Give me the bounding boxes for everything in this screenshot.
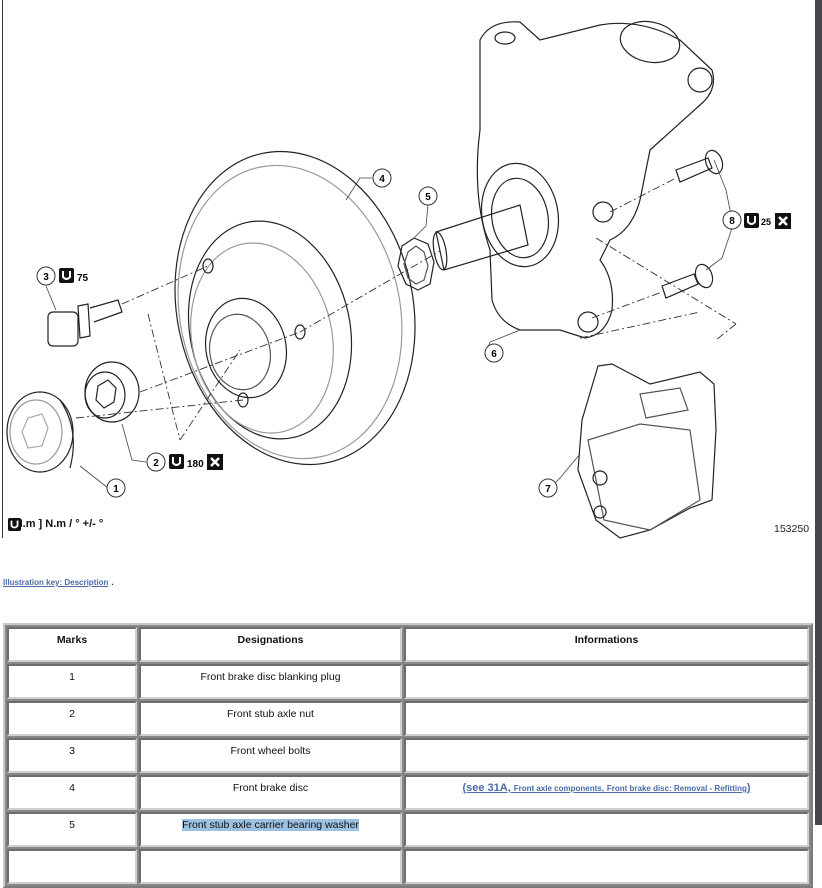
callout-2: 2 (146, 452, 166, 472)
svg-text:6: 6 (491, 349, 497, 360)
cell-mark: 1 (7, 664, 137, 699)
cell-info: (see 31A, Front axle components, Front b… (404, 775, 809, 810)
callout-4: 4 (372, 168, 392, 188)
cell-info (404, 738, 809, 773)
svg-text:75: 75 (77, 273, 89, 284)
link-part2: Front brake disc: Removal - Refitting (606, 784, 747, 793)
torque-wrench-icon (169, 454, 184, 469)
cell-info (404, 849, 809, 884)
torque-wrench-icon (8, 518, 21, 531)
torque-legend-text: [ N.m ] N.m / ° +/- ° (8, 518, 104, 530)
callout-1: 1 (106, 478, 126, 498)
cell-mark: 4 (7, 775, 137, 810)
table-row: 4 Front brake disc (see 31A, Front axle … (7, 775, 809, 810)
replace-part-x-icon (207, 454, 223, 470)
svg-text:8: 8 (729, 216, 735, 227)
header-informations: Informations (404, 627, 809, 662)
brake-disc-procedure-link[interactable]: (see 31A, Front axle components, Front b… (462, 782, 750, 794)
parts-table: Marks Designations Informations 1 Front … (3, 623, 813, 888)
cell-mark: 5 (7, 812, 137, 847)
blanking-plug-drawing (6, 391, 74, 473)
link-prefix: (see 31A, (462, 782, 511, 794)
cell-info (404, 701, 809, 736)
brake-disc-drawing (174, 150, 416, 466)
figure-left-border (2, 0, 3, 538)
selected-text: Front stub axle carrier bearing washer (182, 819, 359, 831)
table-row: 3 Front wheel bolts (7, 738, 809, 773)
cell-mark: 2 (7, 701, 137, 736)
wheel-bolt-drawing (47, 299, 123, 347)
table-row-partial (7, 849, 809, 884)
cell-mark: 3 (7, 738, 137, 773)
header-designations: Designations (139, 627, 402, 662)
cell-mark (7, 849, 137, 884)
cell-designation: Front wheel bolts (139, 738, 402, 773)
stub-axle-carrier-drawing (432, 20, 715, 339)
svg-text:25: 25 (761, 217, 771, 227)
cell-designation (139, 849, 402, 884)
bearing-washer-drawing (397, 237, 435, 291)
svg-text:4: 4 (379, 174, 385, 185)
cell-designation: Front brake disc (139, 775, 402, 810)
torque-annotation-2: 180 (169, 454, 223, 470)
header-marks: Marks (7, 627, 137, 662)
torque-legend: [ N.m ] N.m / ° +/- ° (8, 518, 104, 531)
svg-text:3: 3 (43, 272, 49, 283)
stub-axle-nut-drawing (84, 361, 140, 423)
window-scrollbar[interactable] (815, 0, 822, 825)
link-suffix: ) (746, 782, 751, 794)
callout-5: 5 (418, 186, 438, 206)
callout-3: 3 (36, 266, 56, 286)
cell-designation: Front stub axle carrier bearing washer (139, 812, 402, 847)
illustration-key: Illustration key: Description. (3, 578, 114, 587)
illustration-key-suffix: . (111, 578, 114, 587)
table-row: 2 Front stub axle nut (7, 701, 809, 736)
callout-6: 6 (484, 343, 504, 363)
exploded-view-illustration: 1 2 3 4 5 6 7 8 75 180 (2, 0, 810, 539)
svg-text:1: 1 (113, 484, 119, 495)
torque-wrench-icon (744, 213, 759, 228)
table-header-row: Marks Designations Informations (7, 627, 809, 662)
illustration-key-link[interactable]: Illustration key: Description (3, 578, 109, 587)
figure-number: 153250 (774, 523, 810, 535)
svg-text:2: 2 (153, 458, 159, 469)
torque-annotation-8: 25 (744, 213, 791, 229)
brake-caliper-drawing (577, 363, 717, 539)
table-row: 1 Front brake disc blanking plug (7, 664, 809, 699)
svg-text:180: 180 (187, 459, 204, 470)
leader-lines (45, 159, 733, 489)
cell-info (404, 664, 809, 699)
table-row: 5 Front stub axle carrier bearing washer (7, 812, 809, 847)
torque-annotation-3: 75 (59, 268, 89, 284)
callout-7: 7 (538, 478, 558, 498)
svg-text:5: 5 (425, 192, 431, 203)
replace-part-x-icon (775, 213, 791, 229)
carrier-bolts-drawing (661, 149, 724, 299)
cell-designation: Front stub axle nut (139, 701, 402, 736)
torque-wrench-icon (59, 268, 74, 283)
cell-designation: Front brake disc blanking plug (139, 664, 402, 699)
front-axle-diagram: 1 2 3 4 5 6 7 8 75 180 (6, 20, 791, 539)
callout-markers: 1 2 3 4 5 6 7 8 (36, 168, 742, 498)
assembly-lines (75, 177, 737, 441)
callout-8: 8 (722, 210, 742, 230)
cell-info (404, 812, 809, 847)
svg-text:7: 7 (545, 484, 551, 495)
link-part1: Front axle components, (513, 784, 604, 793)
